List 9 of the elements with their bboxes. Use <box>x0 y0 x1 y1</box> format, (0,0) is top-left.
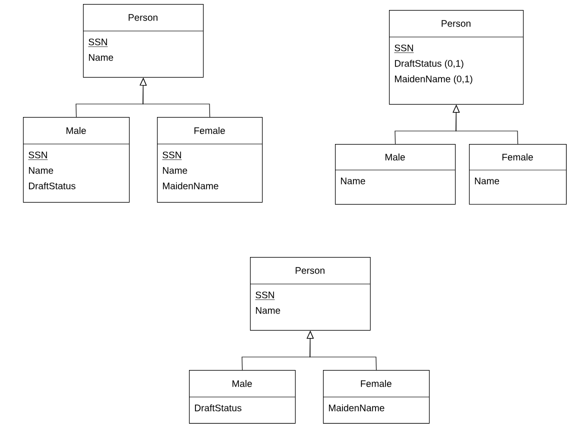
class-box: Female MaidenName <box>322 370 430 424</box>
class-box: Person SSN Name <box>82 4 204 78</box>
class-box: Female Name <box>468 144 567 205</box>
class-box: Male SSN Name DraftStatus <box>22 117 130 203</box>
class-box: Female SSN Name MaidenName <box>156 117 263 203</box>
class-box: Person SSN Name <box>250 257 371 331</box>
class-box: Male Name <box>334 144 456 205</box>
class-box: Person SSN DraftStatus (0,1) MaidenName (0,1) <box>388 10 524 105</box>
class-box: Male DraftStatus <box>188 370 296 424</box>
